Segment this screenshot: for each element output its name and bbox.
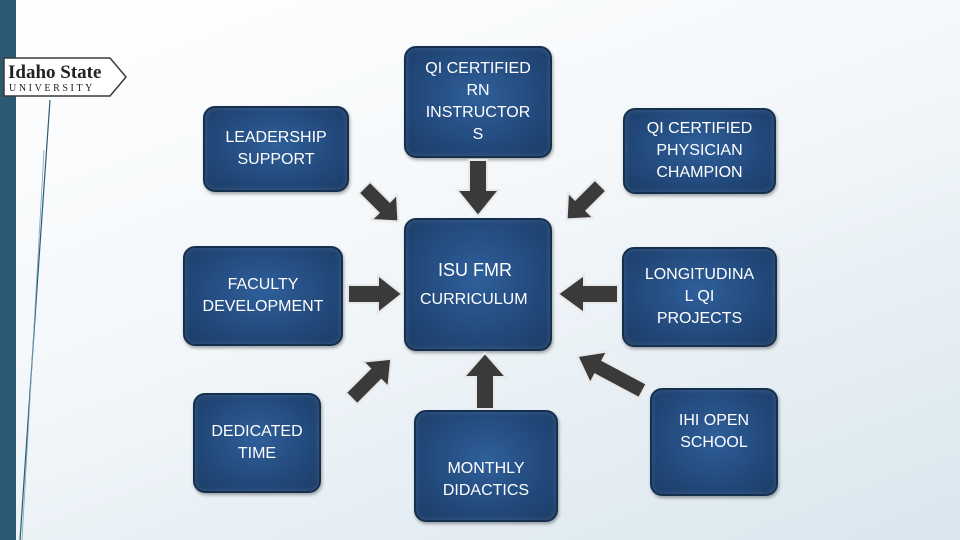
arrow-from-longitudinal: [556, 273, 619, 315]
arrow-from-dedicated: [344, 357, 393, 406]
leadership-support-box: LEADERSHIP SUPPORT: [203, 106, 349, 192]
center-curriculum-box: ISU FMR CURRICULUM: [404, 218, 552, 351]
qi-certified-rn-label: QI CERTIFIED RN INSTRUCTOR S: [425, 60, 531, 143]
arrow-from-leadership: [357, 180, 400, 223]
longitudinal-qi-projects-label: LONGITUDINA L QI PROJECTS: [644, 266, 755, 327]
qi-certified-rn-box: QI CERTIFIED RN INSTRUCTOR S: [404, 46, 552, 158]
decorative-swoosh: [19, 99, 51, 540]
monthly-didactics-label: MONTHLY DIDACTICS: [442, 460, 530, 499]
center-subtitle: CURRICULUM: [420, 290, 528, 308]
university-logo: Idaho State UNIVERSITY: [3, 57, 127, 97]
logo-title: Idaho State: [8, 62, 101, 83]
leadership-support-label: LEADERSHIP SUPPORT: [225, 129, 327, 168]
qi-certified-physician-label: QI CERTIFIED PHYSICIAN CHAMPION: [646, 120, 753, 181]
ihi-open-school-box: IHI OPEN SCHOOL: [650, 388, 778, 496]
center-title: ISU FMR: [438, 259, 512, 280]
arrow-from-qi-physician: [565, 178, 608, 221]
arrow-from-monthly: [462, 351, 508, 410]
left-accent-bar: [0, 0, 16, 540]
dedicated-time-label: DEDICATED TIME: [211, 423, 303, 462]
qi-certified-physician-box: QI CERTIFIED PHYSICIAN CHAMPION: [623, 108, 776, 194]
arrow-from-ihi: [575, 350, 648, 400]
longitudinal-qi-projects-box: LONGITUDINA L QI PROJECTS: [622, 247, 777, 347]
faculty-development-box: FACULTY DEVELOPMENT: [183, 246, 343, 346]
logo-subtitle: UNIVERSITY: [9, 83, 95, 94]
arrow-from-faculty: [347, 272, 404, 316]
faculty-development-label: FACULTY DEVELOPMENT: [202, 276, 324, 315]
arrow-from-qi-rn: [455, 159, 501, 218]
ihi-open-school-label: IHI OPEN SCHOOL: [678, 412, 750, 451]
dedicated-time-box: DEDICATED TIME: [193, 393, 321, 493]
monthly-didactics-box: MONTHLY DIDACTICS: [414, 410, 558, 522]
